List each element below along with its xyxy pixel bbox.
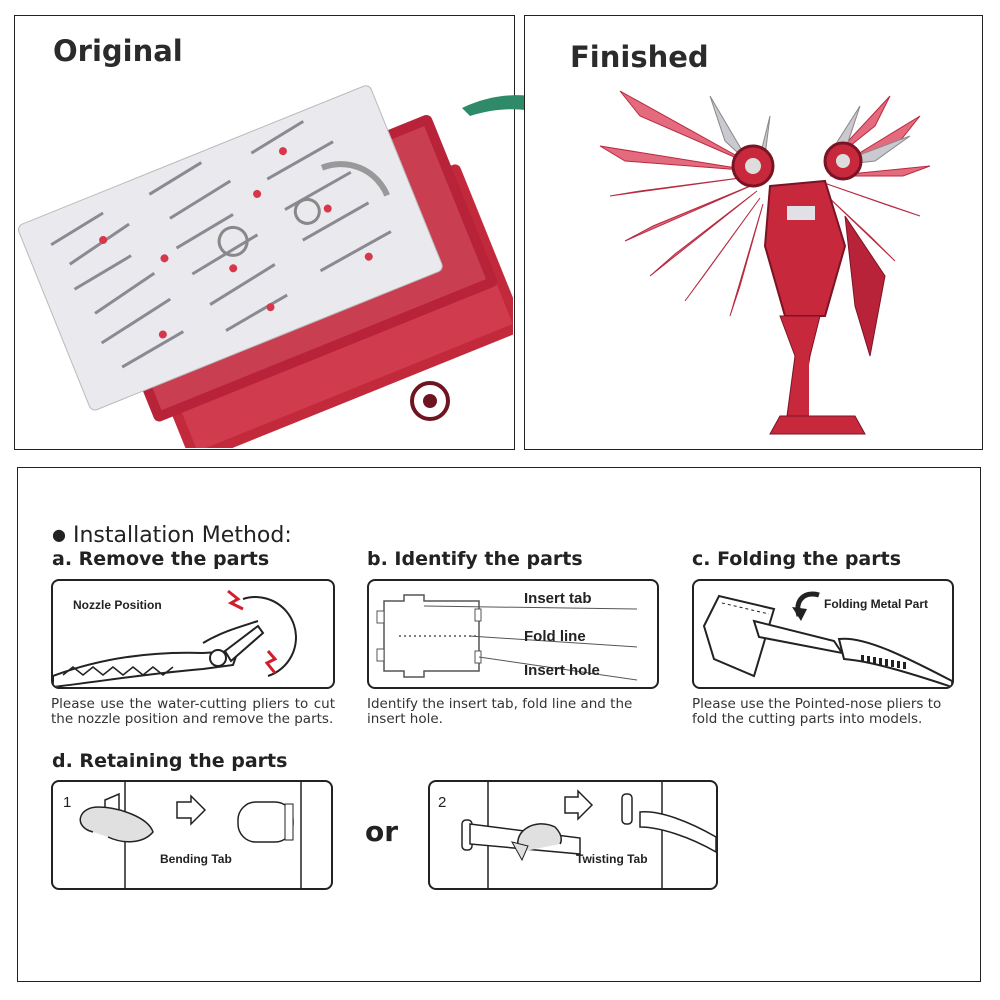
original-title: Original	[53, 34, 183, 68]
bending-tab-illustration	[79, 782, 302, 888]
pointed-nose-pliers-icon	[702, 591, 952, 687]
step-a-description: Please use the water-cutting pliers to c…	[51, 696, 335, 727]
bullet-icon: ●	[52, 525, 66, 544]
or-label: or	[365, 815, 399, 848]
step-c-description: Please use the Pointed-nose pliers to fo…	[692, 696, 942, 727]
twisting-tab-illustration	[461, 782, 716, 888]
installation-panel	[17, 467, 981, 982]
metal-sheets-image	[18, 85, 513, 448]
part-outline-diagram	[376, 594, 638, 681]
finished-model-image	[599, 90, 931, 435]
nozzle-position-label: Nozzle Position	[73, 598, 162, 612]
step-c-diagram: Folding Metal Part	[692, 579, 954, 689]
step-c-title: c. Folding the parts	[692, 548, 902, 570]
finished-title: Finished	[570, 40, 709, 74]
finished-panel: Finished	[524, 15, 983, 450]
insert-hole-label: Insert hole	[524, 662, 600, 679]
option-2-number: 2	[438, 794, 447, 811]
option-1-number: 1	[63, 794, 72, 811]
step-b-description: Identify the insert tab, fold line and t…	[367, 696, 633, 727]
step-a-title: a. Remove the parts	[52, 548, 270, 570]
twisting-tab-diagram: 2 Twisting Tab	[428, 780, 718, 890]
bending-tab-diagram: 1 Bending Tab	[51, 780, 333, 890]
twisting-tab-label: Twisting Tab	[576, 852, 648, 866]
folding-metal-part-label: Folding Metal Part	[824, 597, 929, 611]
installation-heading-text: Installation Method:	[72, 523, 292, 548]
insert-tab-label: Insert tab	[524, 590, 592, 607]
step-b-title: b. Identify the parts	[367, 548, 583, 570]
original-panel: Original	[14, 15, 515, 450]
step-d-title: d. Retaining the parts	[52, 750, 288, 772]
step-a-diagram: Nozzle Position	[51, 579, 335, 689]
fold-line-label: Fold line	[524, 628, 586, 645]
step-b-diagram: Insert tab Fold line Insert hole	[367, 579, 659, 689]
bending-tab-label: Bending Tab	[160, 852, 232, 866]
water-cutting-pliers-icon	[53, 589, 297, 687]
installation-heading: ● Installation Method:	[52, 523, 292, 548]
